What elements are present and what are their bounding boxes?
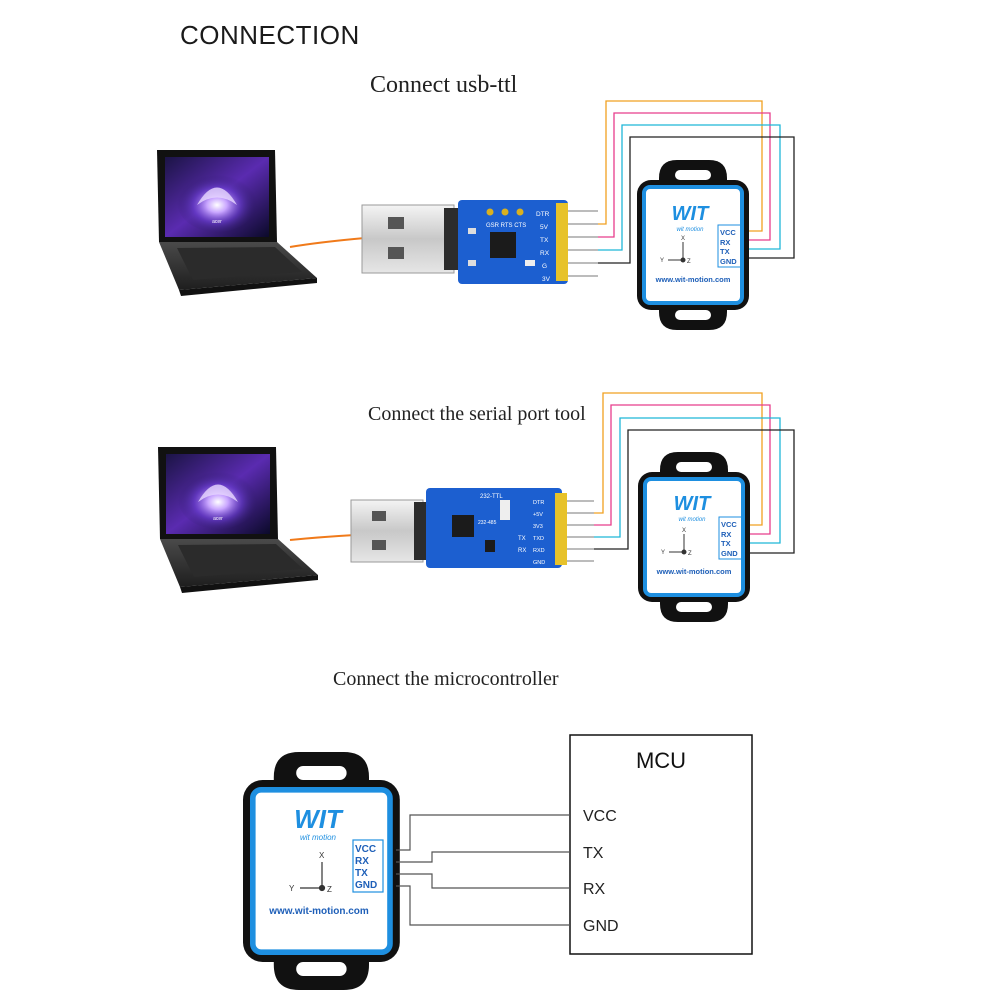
sensor-2-pin-tx: TX — [721, 539, 731, 548]
section-usb-ttl: GSR RTS CTS DTR 5V TX RX G 3V — [157, 100, 795, 332]
wires-section-1 — [598, 100, 795, 264]
section-microcontroller: WIT wit motion VCC RX TX GND X Y Z www.w… — [243, 734, 753, 990]
adapter2-top-label: 232-TTL — [480, 494, 503, 500]
usb-cable-2 — [289, 534, 356, 541]
mcu-pin-tx: TX — [583, 845, 604, 862]
sensor-3-axis-y: Y — [289, 884, 295, 893]
adapter2-sub-label: 232-485 — [478, 520, 497, 526]
sensor-3-axis-z: Z — [327, 885, 332, 894]
sensor-3-face: WIT wit motion VCC RX TX GND X Y Z www.w… — [268, 804, 384, 917]
caption-microcontroller: Connect the microcontroller — [333, 668, 559, 690]
usb-ttl-adapter: GSR RTS CTS DTR 5V TX RX G 3V — [361, 200, 598, 284]
mcu-pin-vcc: VCC — [583, 808, 617, 825]
adapter1-pin-5: G — [542, 263, 547, 270]
sensor-2-axes-icon — [669, 534, 687, 555]
mcu-pin-rx: RX — [583, 881, 606, 898]
adapter1-pin-1: DTR — [536, 211, 550, 218]
adapter2-pin-2: +5V — [533, 512, 543, 518]
sensor-module-2 — [636, 450, 752, 624]
adapter1-pin-2: 5V — [540, 224, 549, 231]
sensor-1-axis-x: X — [681, 236, 685, 242]
caption-usb-ttl: Connect usb-ttl — [370, 72, 518, 98]
sensor-2-url: www.wit-motion.com — [656, 567, 732, 576]
sensor-1-face: WIT wit motion VCC RX TX GND X Y Z www.w… — [655, 203, 743, 284]
laptop-image-2 — [158, 447, 318, 593]
sensor-1-axis-z: Z — [687, 259, 691, 265]
adapter2-side-rx: RX — [518, 548, 526, 554]
wires-section-2 — [594, 392, 795, 554]
adapter2-pin-1: DTR — [533, 500, 544, 506]
sensor-1-pin-rx: RX — [720, 238, 730, 247]
adapter2-pin-3: 3V3 — [533, 524, 543, 530]
sensor-1-axis-y: Y — [660, 258, 664, 264]
sensor-3-pin-tx: TX — [355, 868, 368, 879]
sensor-3-brand: WIT — [294, 804, 344, 834]
sensor-2-face: WIT wit motion VCC RX TX GND X Y Z www.w… — [656, 493, 744, 576]
sensor-1-brand-sub: wit motion — [676, 227, 704, 233]
sensor-1-pin-tx: TX — [720, 247, 730, 256]
mcu-box — [569, 734, 753, 955]
page-title: CONNECTION — [180, 20, 360, 50]
sensor-2-pin-gnd: GND — [721, 549, 738, 558]
sensor-2-axis-z: Z — [688, 551, 692, 557]
sensor-2-pin-rx: RX — [721, 530, 731, 539]
sensor-3-url: www.wit-motion.com — [268, 906, 369, 917]
mcu-label: MCU — [636, 748, 686, 773]
sensor-3-brand-sub: wit motion — [300, 833, 337, 842]
adapter1-pin-4: RX — [540, 250, 550, 257]
sensor-3-pin-vcc: VCC — [355, 844, 376, 855]
adapter2-pin-5: RXD — [533, 548, 545, 554]
sensor-1-brand: WIT — [672, 203, 710, 225]
mcu-pin-gnd: GND — [583, 918, 619, 935]
section-serial-port-tool: 232-TTL 232-485 TX RX DTR +5V 3V3 TXD RX… — [158, 392, 795, 624]
sensor-1-url: www.wit-motion.com — [655, 275, 731, 284]
serial-tool-adapter: 232-TTL 232-485 TX RX DTR +5V 3V3 TXD RX… — [350, 488, 594, 568]
caption-serial-port-tool: Connect the serial port tool — [368, 403, 586, 425]
adapter1-pin-3: TX — [540, 237, 549, 244]
adapter2-pin-6: GND — [533, 560, 545, 566]
sensor-3-axes-icon — [300, 862, 326, 892]
sensor-module-1 — [635, 158, 751, 332]
sensor-3-pin-rx: RX — [355, 856, 369, 867]
adapter2-pin-4: TXD — [533, 536, 544, 542]
sensor-2-pin-vcc: VCC — [721, 520, 737, 529]
usb-cable — [289, 237, 366, 248]
sensor-1-axes-icon — [668, 242, 686, 263]
sensor-2-axis-x: X — [682, 528, 686, 534]
sensor-2-brand: WIT — [674, 493, 712, 515]
sensor-1-pin-vcc: VCC — [720, 228, 736, 237]
wires-section-3 — [396, 814, 570, 926]
adapter1-pin-6: 3V — [542, 276, 551, 283]
sensor-2-brand-sub: wit motion — [678, 517, 706, 523]
adapter2-side-tx: TX — [518, 536, 526, 542]
sensor-2-axis-y: Y — [661, 550, 665, 556]
adapter1-top-label: GSR RTS CTS — [486, 223, 526, 229]
sensor-3-axis-x: X — [319, 851, 325, 860]
laptop-image — [157, 150, 317, 296]
sensor-1-pin-gnd: GND — [720, 257, 737, 266]
sensor-3-pin-gnd: GND — [355, 880, 377, 891]
